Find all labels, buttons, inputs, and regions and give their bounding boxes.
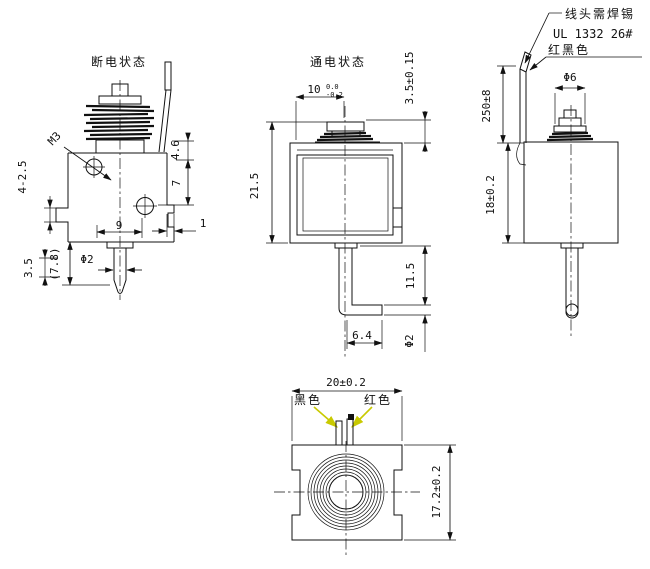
mounting-hole-top [83, 156, 105, 178]
svg-text:3.5±0.15: 3.5±0.15 [403, 52, 416, 105]
svg-text:3.5: 3.5 [22, 258, 35, 278]
spring-coil [83, 104, 155, 141]
plunger-rod [106, 241, 134, 294]
body-outline-bottom [291, 444, 403, 541]
svg-text:Φ2: Φ2 [80, 253, 93, 266]
dim-pattern: 4-2.5 [16, 160, 56, 234]
dim-overall-ref: (7.8) [48, 241, 110, 286]
mounting-hole-bottom [133, 194, 157, 218]
view-deenergized: 断电状态 [16, 54, 206, 300]
dim-foot-diameter: Φ2 [384, 314, 431, 352]
thread-callout: M3 [45, 129, 112, 181]
label-red-wire: 红色 [364, 392, 392, 407]
view-side: 线头需焊锡 UL 1332 26# 红黑色 250±8 [480, 6, 642, 338]
view-title-energized: 通电状态 [310, 55, 366, 69]
dim-step: 1 [152, 214, 206, 237]
lead-wire-side [158, 61, 172, 153]
lead-wire [516, 51, 532, 166]
svg-text:11.5: 11.5 [404, 263, 417, 290]
dim-rod-diameter: Φ2 [80, 253, 142, 273]
svg-text:4.6: 4.6 [169, 140, 182, 160]
wire-stubs [335, 414, 354, 446]
svg-text:6.4: 6.4 [352, 329, 372, 342]
dim-wire-offset: 4.6 [169, 132, 194, 169]
svg-text:20±0.2: 20±0.2 [326, 376, 366, 389]
dim-hole-span: 9 [96, 218, 143, 238]
rod-hole [565, 303, 579, 317]
cap-compressed-spring [315, 121, 380, 143]
svg-text:18±0.2: 18±0.2 [484, 175, 497, 215]
thread-label: M3 [45, 129, 64, 148]
svg-text:Φ2: Φ2 [403, 334, 416, 347]
svg-text:-0.2: -0.2 [326, 91, 343, 99]
dim-cap-height: 3.5±0.15 [366, 52, 431, 152]
leader-red-wire [351, 406, 373, 428]
svg-text:(7.8): (7.8) [48, 247, 61, 280]
dim-body-width: 20±0.2 [291, 376, 403, 441]
svg-text:21.5: 21.5 [248, 173, 261, 200]
dim-foot-length: 6.4 [346, 320, 383, 349]
dim-plate-width: 10 0.0 -0.2 [295, 83, 345, 140]
dim-total-height: 21.5 [248, 121, 327, 244]
svg-text:7: 7 [170, 180, 183, 187]
dim-body-depth: 17.2±0.2 [404, 444, 456, 541]
note-solder: 线头需焊锡 [565, 6, 635, 21]
svg-text:Φ6: Φ6 [563, 71, 576, 84]
plunger-rod-side [560, 242, 584, 319]
dim-cap-diameter: Φ6 [554, 71, 586, 124]
dim-rod-length: 11.5 [360, 245, 431, 306]
view-bottom: 20±0.2 黑色 红色 [274, 376, 456, 557]
svg-text:10: 10 [307, 83, 320, 96]
frame-outline [289, 142, 403, 244]
cap-compressed-spring-side [546, 109, 594, 142]
view-energized: 通电状态 [248, 52, 431, 358]
dim-hole-depth: 7 [158, 159, 194, 206]
plunger-l-rod [334, 242, 383, 316]
view-title-deenergized: 断电状态 [91, 54, 147, 69]
note-wire-spec: UL 1332 26# [553, 27, 633, 41]
svg-text:1: 1 [200, 217, 207, 230]
dim-lead-length: 250±8 [480, 65, 524, 144]
leader-black-wire [313, 406, 338, 428]
svg-text:0.0: 0.0 [326, 83, 339, 91]
plunger-cap-and-spring [83, 83, 155, 154]
label-black-wire: 黑色 [294, 393, 322, 407]
wire-notes: 线头需焊锡 UL 1332 26# 红黑色 [524, 6, 642, 71]
svg-text:4-2.5: 4-2.5 [16, 160, 29, 193]
dim-tip-length: 3.5 [22, 249, 60, 286]
svg-text:17.2±0.2: 17.2±0.2 [430, 466, 443, 519]
svg-text:250±8: 250±8 [480, 89, 493, 122]
dim-body-height: 18±0.2 [484, 142, 524, 244]
note-wire-colors: 红黑色 [548, 42, 590, 57]
svg-text:9: 9 [116, 219, 123, 232]
